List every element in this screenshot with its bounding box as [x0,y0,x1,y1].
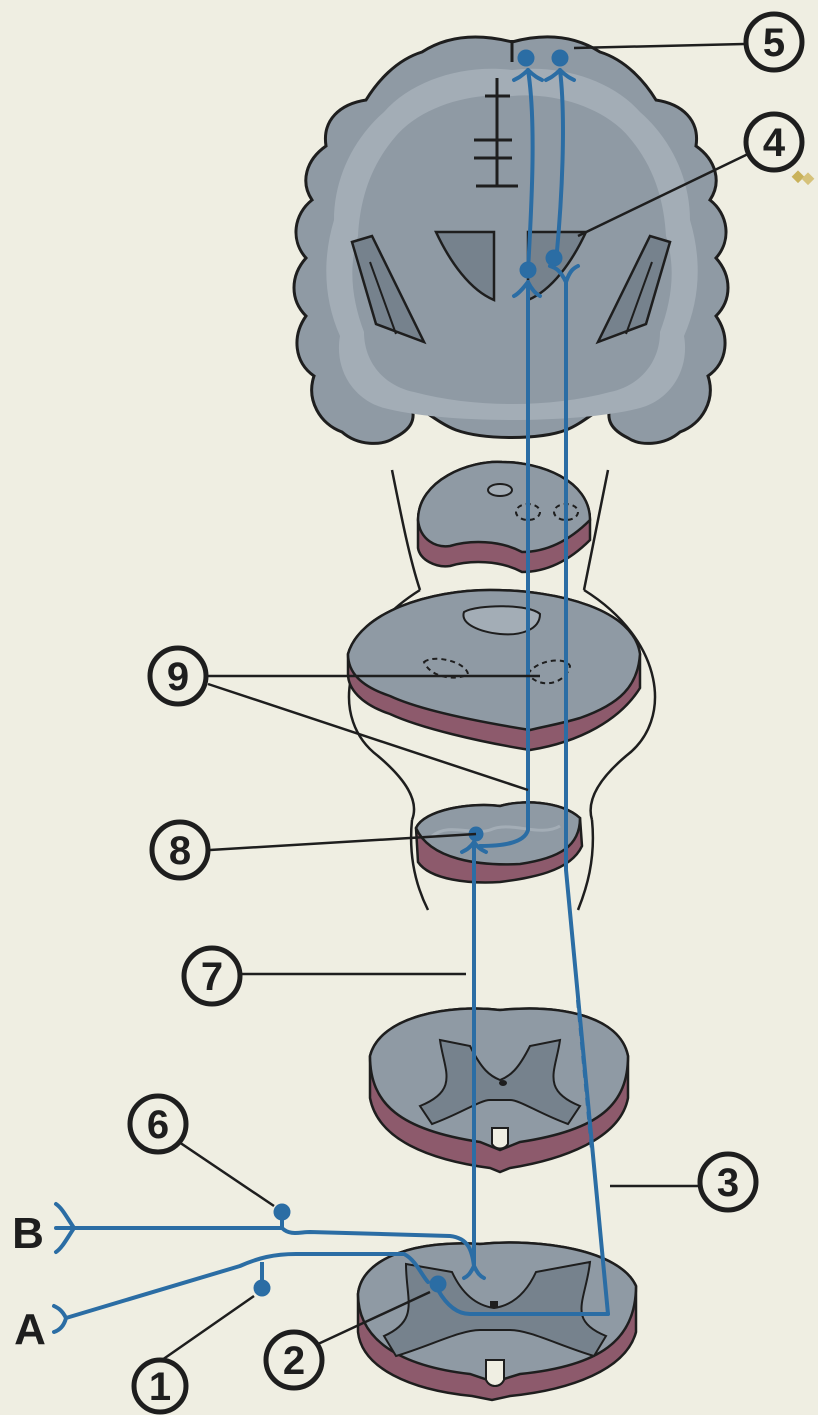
callout-4: 4 [746,114,802,170]
leader-6 [176,1140,274,1206]
callout-6-label: 6 [147,1103,169,1147]
callout-1: 1 [134,1360,186,1412]
spinothalamic-tract [566,282,608,1314]
dorsal-horn-cell-2 [430,1276,446,1292]
callout-4-label: 4 [763,121,786,165]
leader-1 [162,1296,254,1360]
label-B: B [12,1209,44,1258]
cerebrum-section [294,37,728,443]
callout-9-label: 9 [167,655,189,699]
callout-5-label: 5 [763,21,785,65]
spinal-cord-upper [370,1009,628,1172]
callout-8: 8 [152,822,208,878]
callout-9: 9 [150,648,206,704]
callout-6: 6 [130,1096,186,1152]
callout-3-label: 3 [717,1161,739,1205]
callout-3: 3 [700,1154,756,1210]
receptor-A [54,1306,66,1332]
thalamic-cell-right [546,250,562,266]
leader-5 [574,44,744,48]
spinal-cord-lower [358,1243,636,1400]
callout-8-label: 8 [169,829,191,873]
cerebrum-core [352,95,671,404]
callout-7: 7 [184,948,240,1004]
callout-5: 5 [746,14,802,70]
callout-2: 2 [266,1332,322,1388]
label-A: A [14,1305,46,1354]
cortical-cell-left [518,50,534,66]
callout-1-label: 1 [149,1365,171,1409]
pons-section [348,590,640,750]
callout-7-label: 7 [201,955,223,999]
thalamic-cell-left [520,262,536,278]
cortical-cell-right [552,50,568,66]
corner-marker [792,170,815,185]
callout-2-label: 2 [283,1339,305,1383]
receptor-B [56,1204,74,1252]
medulla-section [416,802,582,882]
